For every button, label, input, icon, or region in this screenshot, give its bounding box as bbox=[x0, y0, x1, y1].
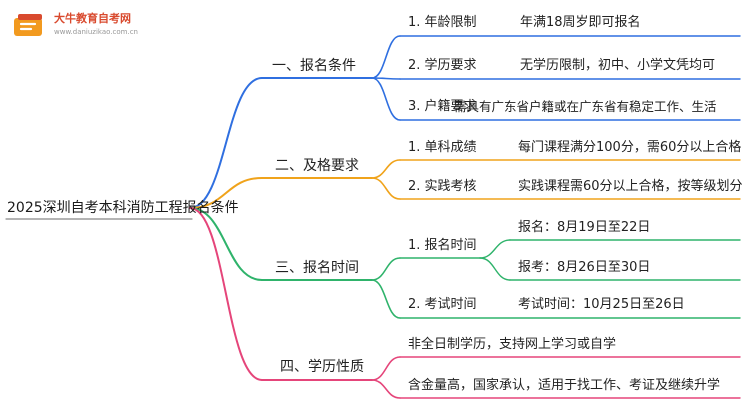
connector-section-2-item-1 bbox=[371, 159, 401, 179]
connector-section-3-item-2 bbox=[371, 279, 401, 319]
connector-section-1-item-3 bbox=[371, 77, 401, 121]
logo-title: 大牛教育自考网 bbox=[54, 12, 131, 25]
detail-label-1-3-1: 需具有广东省户籍或在广东省有稳定工作、生活 bbox=[454, 99, 717, 114]
item-label-4-1: 非全日制学历，支持网上学习或自学 bbox=[408, 337, 617, 352]
item-label-3-2: 2. 考试时间 bbox=[408, 297, 477, 312]
item-label-2-1: 1. 单科成绩 bbox=[408, 140, 477, 155]
connector-section-3-item-1 bbox=[371, 257, 401, 281]
detail-label-2-1-1: 每门课程满分100分，需60分以上合格 bbox=[518, 140, 742, 155]
item-label-4-2: 含金量高，国家承认，适用于找工作、考证及继续升学 bbox=[408, 378, 721, 393]
connector-item-3-1-detail-1 bbox=[479, 239, 511, 259]
connector-item-3-1-detail-2 bbox=[479, 257, 511, 281]
logo-url: www.daniuzikao.com.cn bbox=[54, 28, 138, 36]
section-label-3: 三、报名时间 bbox=[275, 260, 359, 276]
item-label-3-1: 1. 报名时间 bbox=[408, 238, 477, 253]
root-topic: 2025深圳自考本科消防工程报名条件 bbox=[7, 200, 239, 216]
section-label-4: 四、学历性质 bbox=[280, 359, 364, 375]
connector-root-section-2 bbox=[189, 177, 263, 209]
connector-root-section-3 bbox=[189, 207, 263, 281]
connector-section-2-item-2 bbox=[371, 177, 401, 200]
section-label-2: 二、及格要求 bbox=[275, 158, 359, 174]
item-label-1-3: 3. 户籍要求 bbox=[408, 99, 477, 114]
connector-section-1-item-1 bbox=[371, 35, 401, 79]
item-label-1-1: 1. 年龄限制 bbox=[408, 15, 477, 30]
detail-label-3-2-1: 考试时间：10月25日至26日 bbox=[518, 297, 685, 312]
detail-label-2-2-1: 实践课程需60分以上合格，按等级划分 bbox=[518, 179, 743, 194]
item-label-1-2: 2. 学历要求 bbox=[408, 58, 477, 73]
detail-label-3-1-2: 报考：8月26日至30日 bbox=[518, 260, 651, 275]
detail-label-1-1-1: 年满18周岁即可报名 bbox=[520, 15, 641, 30]
connector-root-section-4 bbox=[189, 207, 263, 381]
detail-label-1-2-1: 无学历限制，初中、小学文凭均可 bbox=[520, 58, 716, 73]
connector-section-4-item-1 bbox=[371, 356, 401, 381]
connector-root-section-1 bbox=[189, 77, 263, 209]
site-logo[interactable]: 大牛教育自考网 www.daniuzikao.com.cn bbox=[8, 6, 138, 46]
logo-badge-icon bbox=[14, 14, 42, 36]
detail-label-3-1-1: 报名：8月19日至22日 bbox=[518, 220, 651, 235]
connector-section-4-item-2 bbox=[371, 379, 401, 399]
item-label-2-2: 2. 实践考核 bbox=[408, 179, 477, 194]
section-label-1: 一、报名条件 bbox=[272, 58, 356, 74]
